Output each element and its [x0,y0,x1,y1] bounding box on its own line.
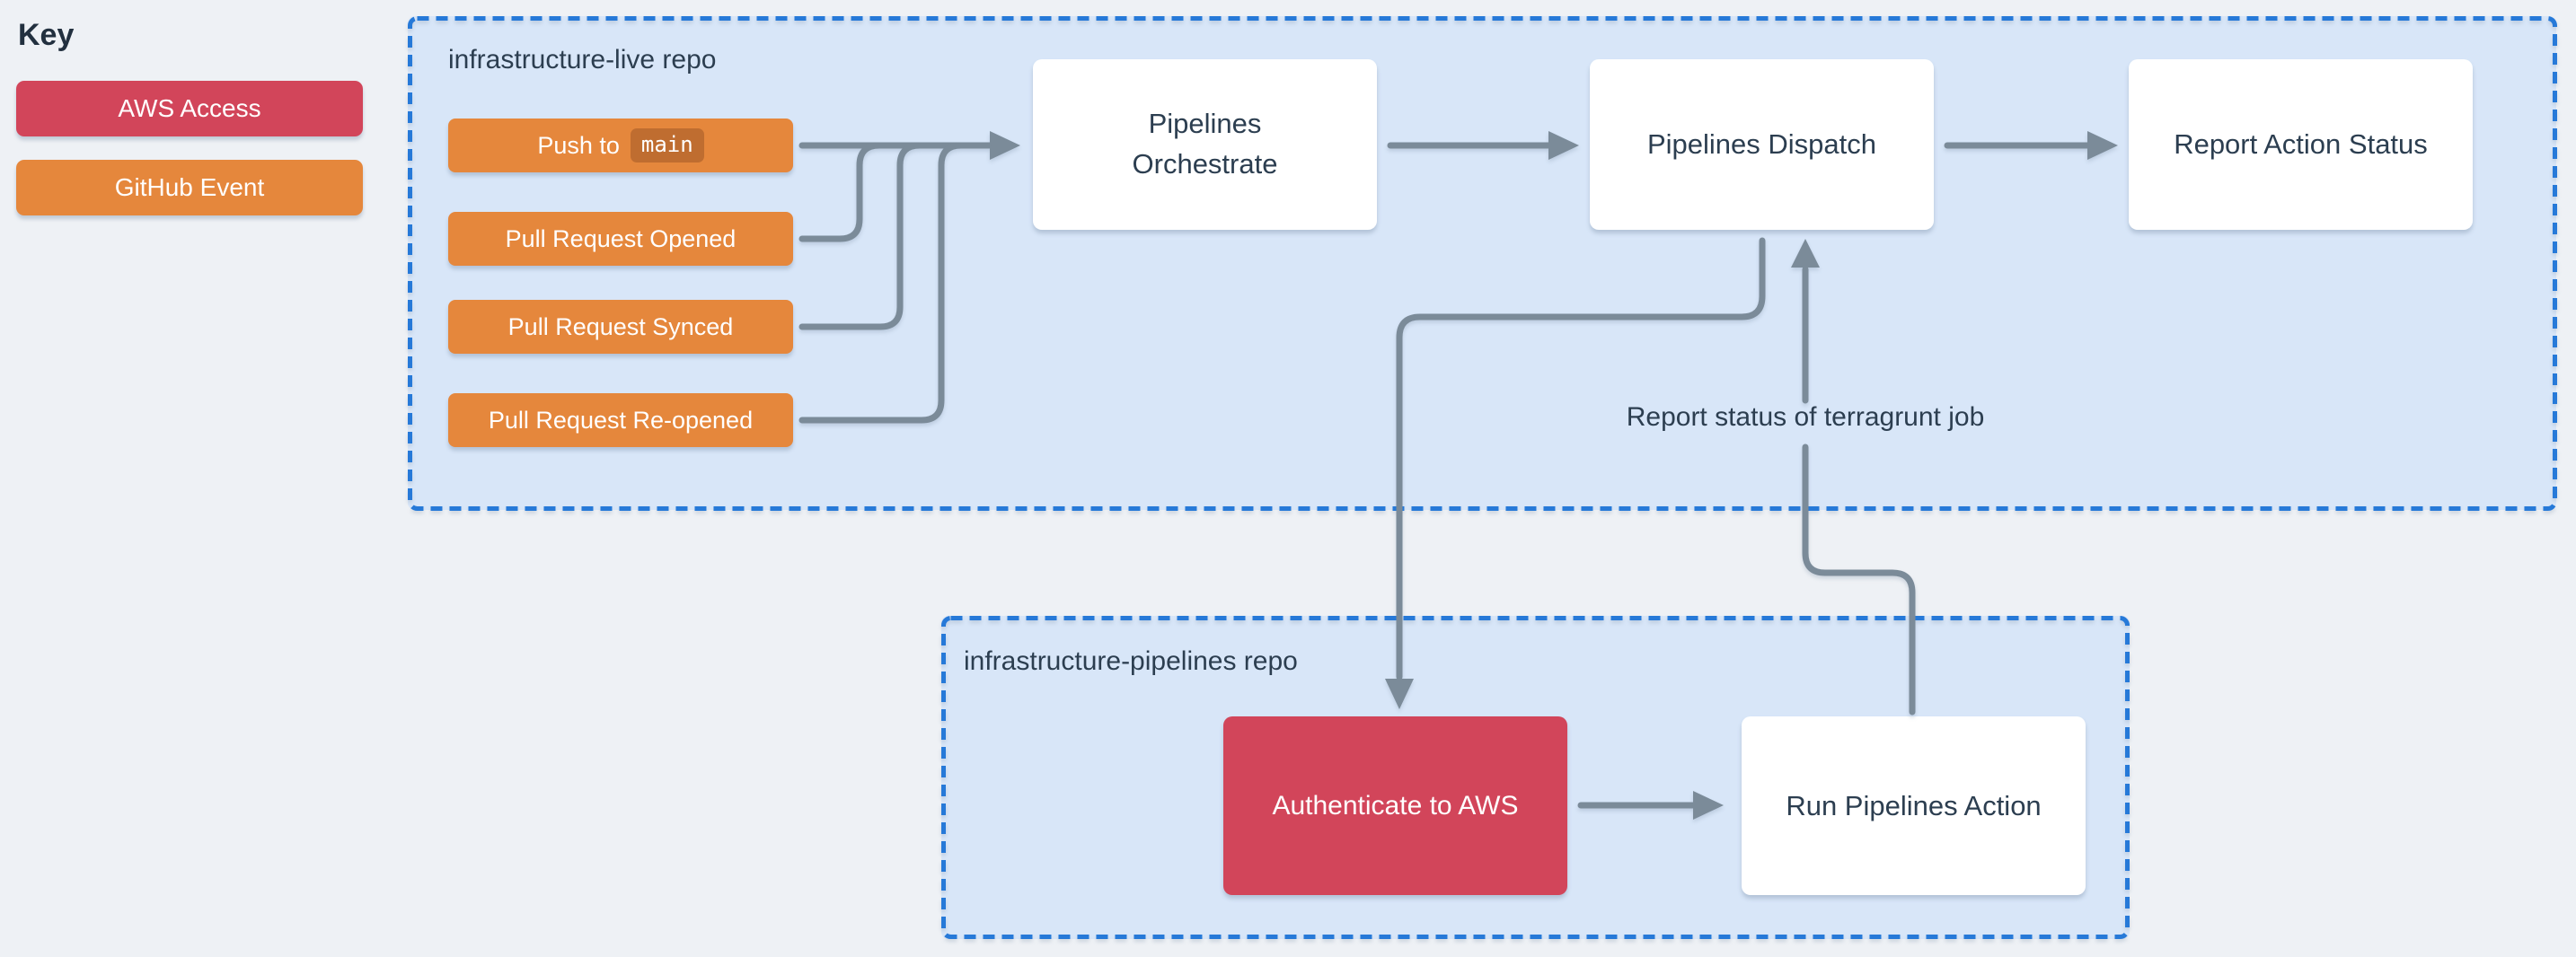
legend-item-aws-access: AWS Access [16,81,363,136]
event-pull-request-reopened-label: Pull Request Re-opened [488,406,754,434]
infrastructure-live-repo-label: infrastructure-live repo [448,45,717,75]
report-status-annotation: Report status of terragrunt job [1626,402,1985,432]
infrastructure-pipelines-repo-label: infrastructure-pipelines repo [964,646,1298,676]
event-push-to-main-prefix: Push to [537,131,620,159]
legend-item-github-event: GitHub Event [16,160,363,215]
event-pull-request-opened: Pull Request Opened [448,212,793,266]
event-pull-request-synced: Pull Request Synced [448,300,793,354]
node-authenticate-to-aws: Authenticate to AWS [1223,716,1567,895]
branch-chip-main: main [630,128,704,162]
event-push-to-main: Push to main [448,119,793,172]
node-pipelines-dispatch: Pipelines Dispatch [1590,59,1934,230]
legend-item-aws-access-label: AWS Access [118,94,261,122]
event-pull-request-reopened: Pull Request Re-opened [448,393,793,447]
node-pipelines-orchestrate: Pipelines Orchestrate [1033,59,1377,230]
node-report-action-status: Report Action Status [2129,59,2473,230]
legend-item-github-event-label: GitHub Event [114,173,265,201]
node-run-pipelines-action: Run Pipelines Action [1742,716,2086,895]
event-pull-request-synced-label: Pull Request Synced [507,312,734,340]
event-pull-request-opened-label: Pull Request Opened [505,224,737,252]
legend-title: Key [18,18,75,52]
